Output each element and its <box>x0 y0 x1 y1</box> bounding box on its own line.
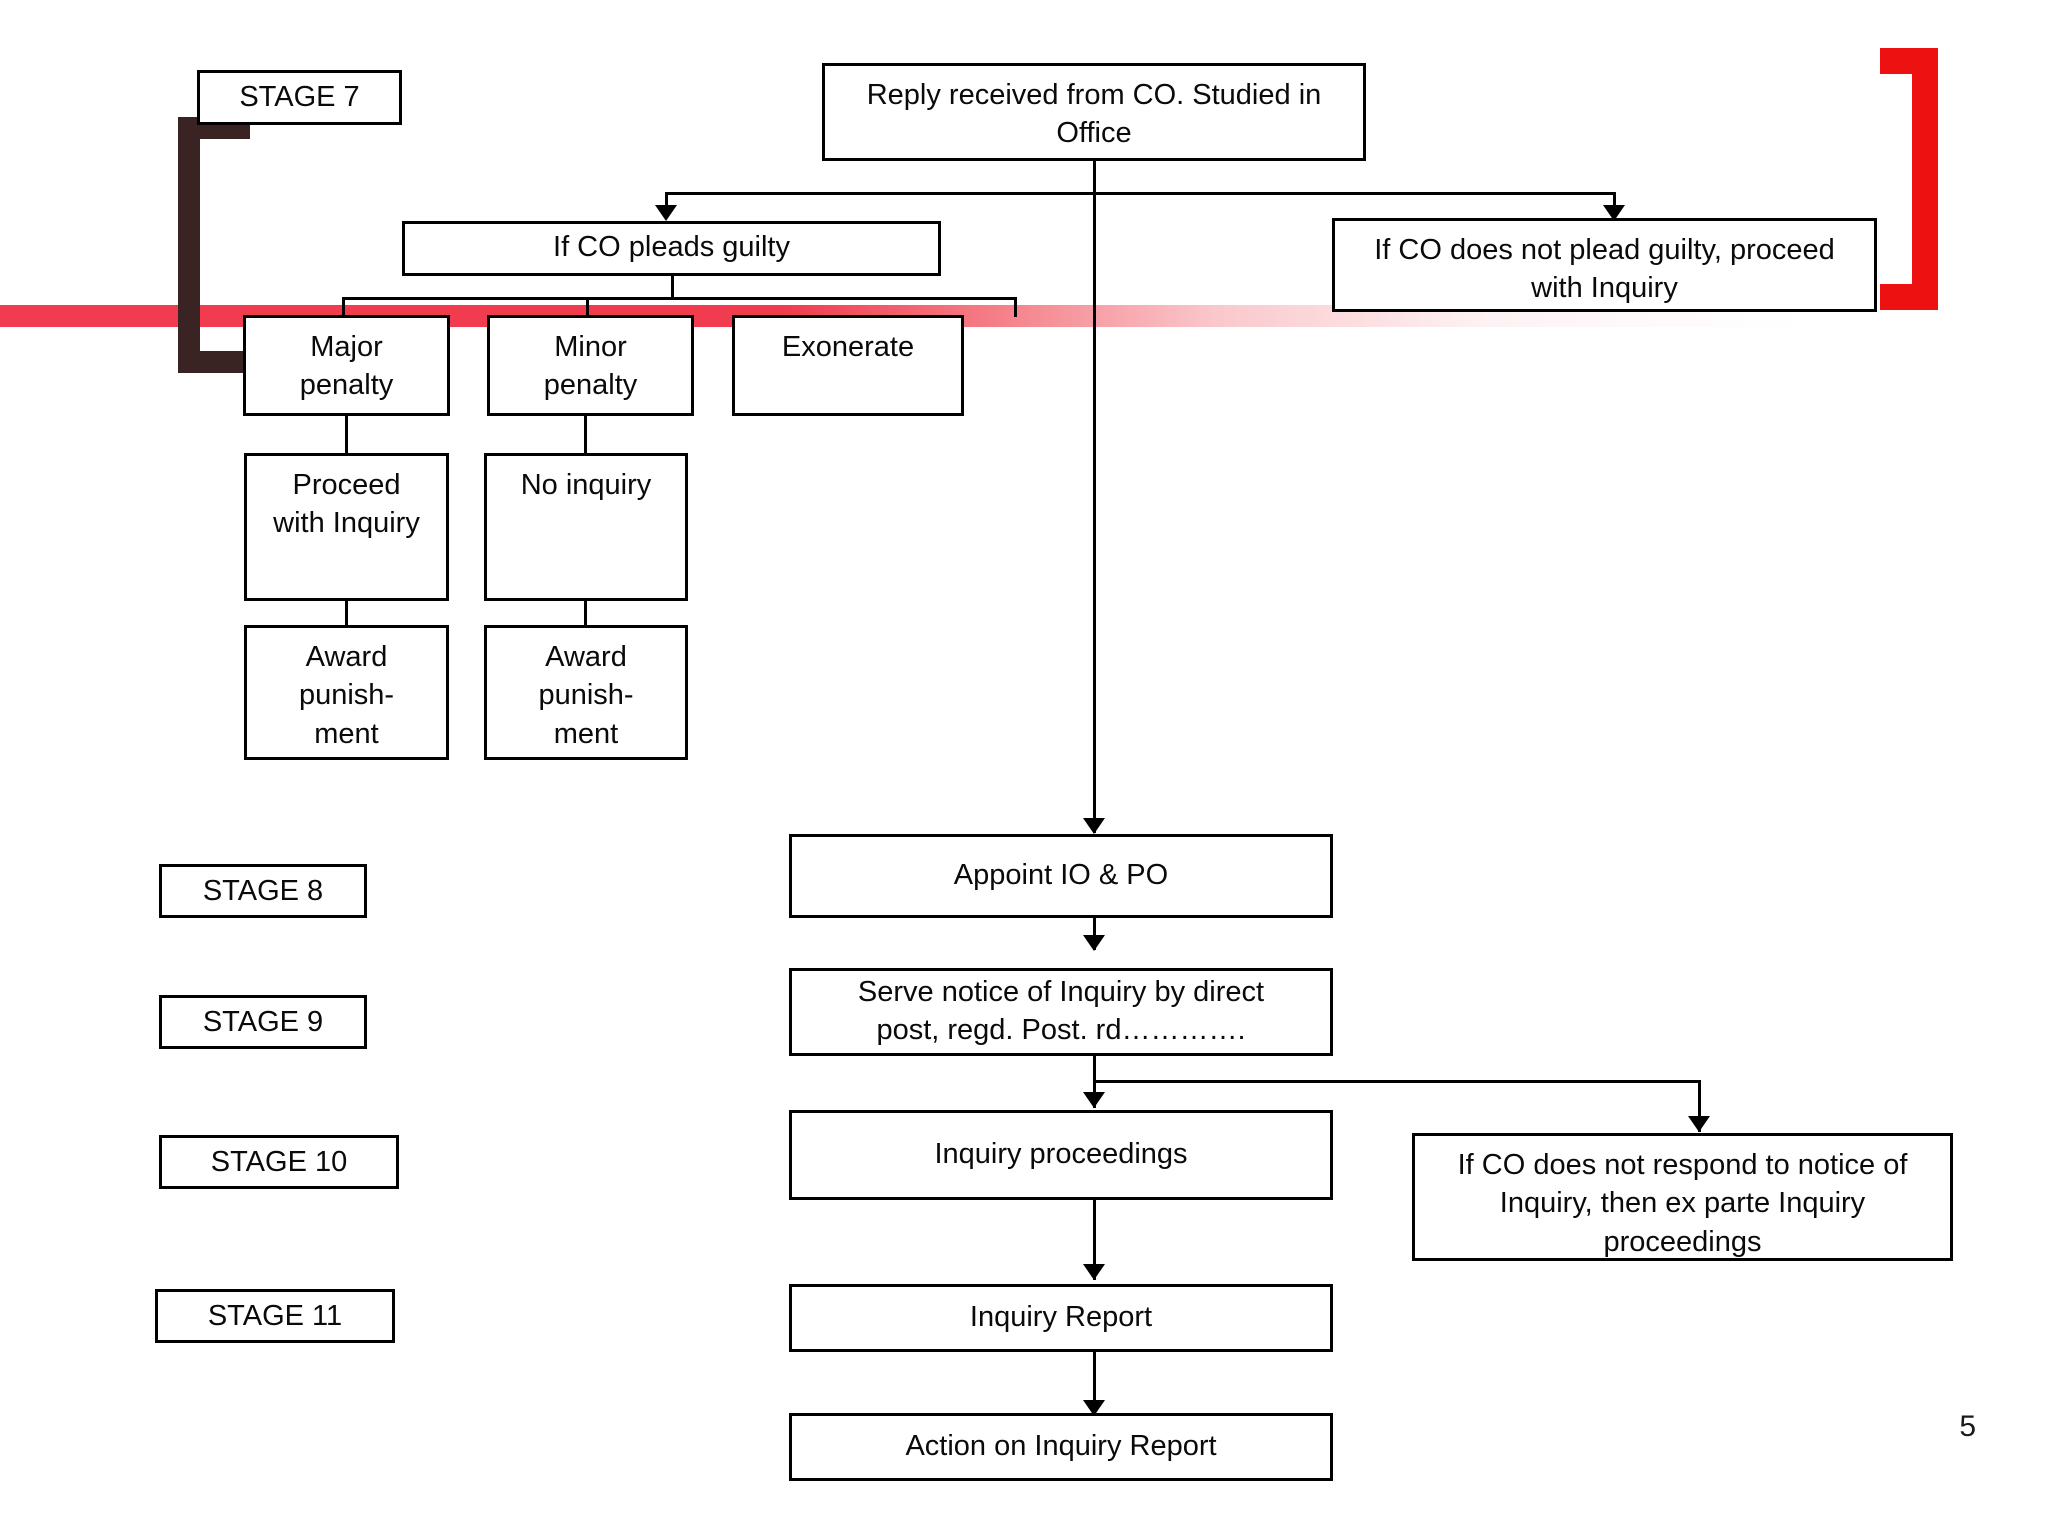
connector-to-minor-penalty <box>586 297 589 317</box>
connector-reply-split-bar <box>665 192 1616 195</box>
arrow-to-not-plead-guilty-icon <box>1603 205 1625 221</box>
connector-guilty-split-bar <box>342 297 1017 300</box>
connector-report-to-action <box>1093 1352 1096 1416</box>
stage-label-stage-9: STAGE 9 <box>159 995 367 1049</box>
arrow-to-action-on-report-icon <box>1083 1400 1105 1416</box>
arrow-to-serve-notice-icon <box>1083 935 1105 951</box>
connector-inquiry-to-report <box>1093 1200 1096 1280</box>
connector-appoint-to-serve <box>1093 918 1096 950</box>
connector-proceed-to-award <box>345 601 348 627</box>
arrow-to-ex-parte-icon <box>1688 1116 1710 1132</box>
node-serve-notice: Serve notice of Inquiry by direct post, … <box>789 968 1333 1056</box>
brown-left-bracket <box>178 117 250 373</box>
stage-label-text: STAGE 11 <box>207 1299 343 1332</box>
node-reply-received: Reply received from CO. Studied in Offic… <box>822 63 1366 161</box>
node-proceed-with-inquiry: Proceed with Inquiry <box>244 453 449 601</box>
node-award-punishment-major: Award punish- ment <box>244 625 449 760</box>
node-ex-parte-inquiry: If CO does not respond to notice of Inqu… <box>1412 1133 1953 1261</box>
node-inquiry-report: Inquiry Report <box>789 1284 1333 1352</box>
node-inquiry-proceedings: Inquiry proceedings <box>789 1110 1333 1200</box>
connector-guilty-stem <box>671 276 674 300</box>
page-number: 5 <box>1959 1410 1976 1443</box>
connector-no-inquiry-to-award <box>584 601 587 627</box>
connector-minor-to-no-inquiry <box>584 416 587 456</box>
node-if-co-pleads-guilty: If CO pleads guilty <box>402 221 941 276</box>
stage-label-text: STAGE 8 <box>202 874 324 907</box>
connector-centre-spine <box>1093 161 1096 833</box>
connector-serve-to-exparte-bar <box>1093 1080 1701 1083</box>
node-minor-penalty: Minor penalty <box>487 315 694 416</box>
connector-major-to-proceed <box>345 416 348 456</box>
stage-label-stage-10: STAGE 10 <box>159 1135 399 1189</box>
node-award-punishment-minor: Award punish- ment <box>484 625 688 760</box>
connector-to-major-penalty <box>342 297 345 317</box>
node-no-inquiry: No inquiry <box>484 453 688 601</box>
node-action-on-inquiry-report: Action on Inquiry Report <box>789 1413 1333 1481</box>
node-if-co-does-not-plead-guilty: If CO does not plead guilty, proceed wit… <box>1332 218 1877 312</box>
connector-to-exonerate <box>1014 297 1017 317</box>
stage-label-text: STAGE 10 <box>210 1145 348 1178</box>
arrow-to-pleads-guilty-icon <box>655 205 677 221</box>
stage-label-text: STAGE 7 <box>239 81 360 113</box>
red-right-bracket <box>1880 48 1938 310</box>
arrow-to-inquiry-report-icon <box>1083 1264 1105 1280</box>
node-exonerate: Exonerate <box>732 315 964 416</box>
stage-label-stage-7: STAGE 7 <box>197 70 402 125</box>
node-major-penalty: Major penalty <box>243 315 450 416</box>
connector-to-exparte-drop <box>1698 1080 1701 1132</box>
arrow-to-inquiry-proceedings-icon <box>1083 1092 1105 1108</box>
stage-label-stage-11: STAGE 11 <box>155 1289 395 1343</box>
arrow-to-appoint-io-po-icon <box>1083 818 1105 834</box>
node-appoint-io-po: Appoint IO & PO <box>789 834 1333 918</box>
stage-label-text: STAGE 9 <box>202 1005 324 1038</box>
stage-label-stage-8: STAGE 8 <box>159 864 367 918</box>
